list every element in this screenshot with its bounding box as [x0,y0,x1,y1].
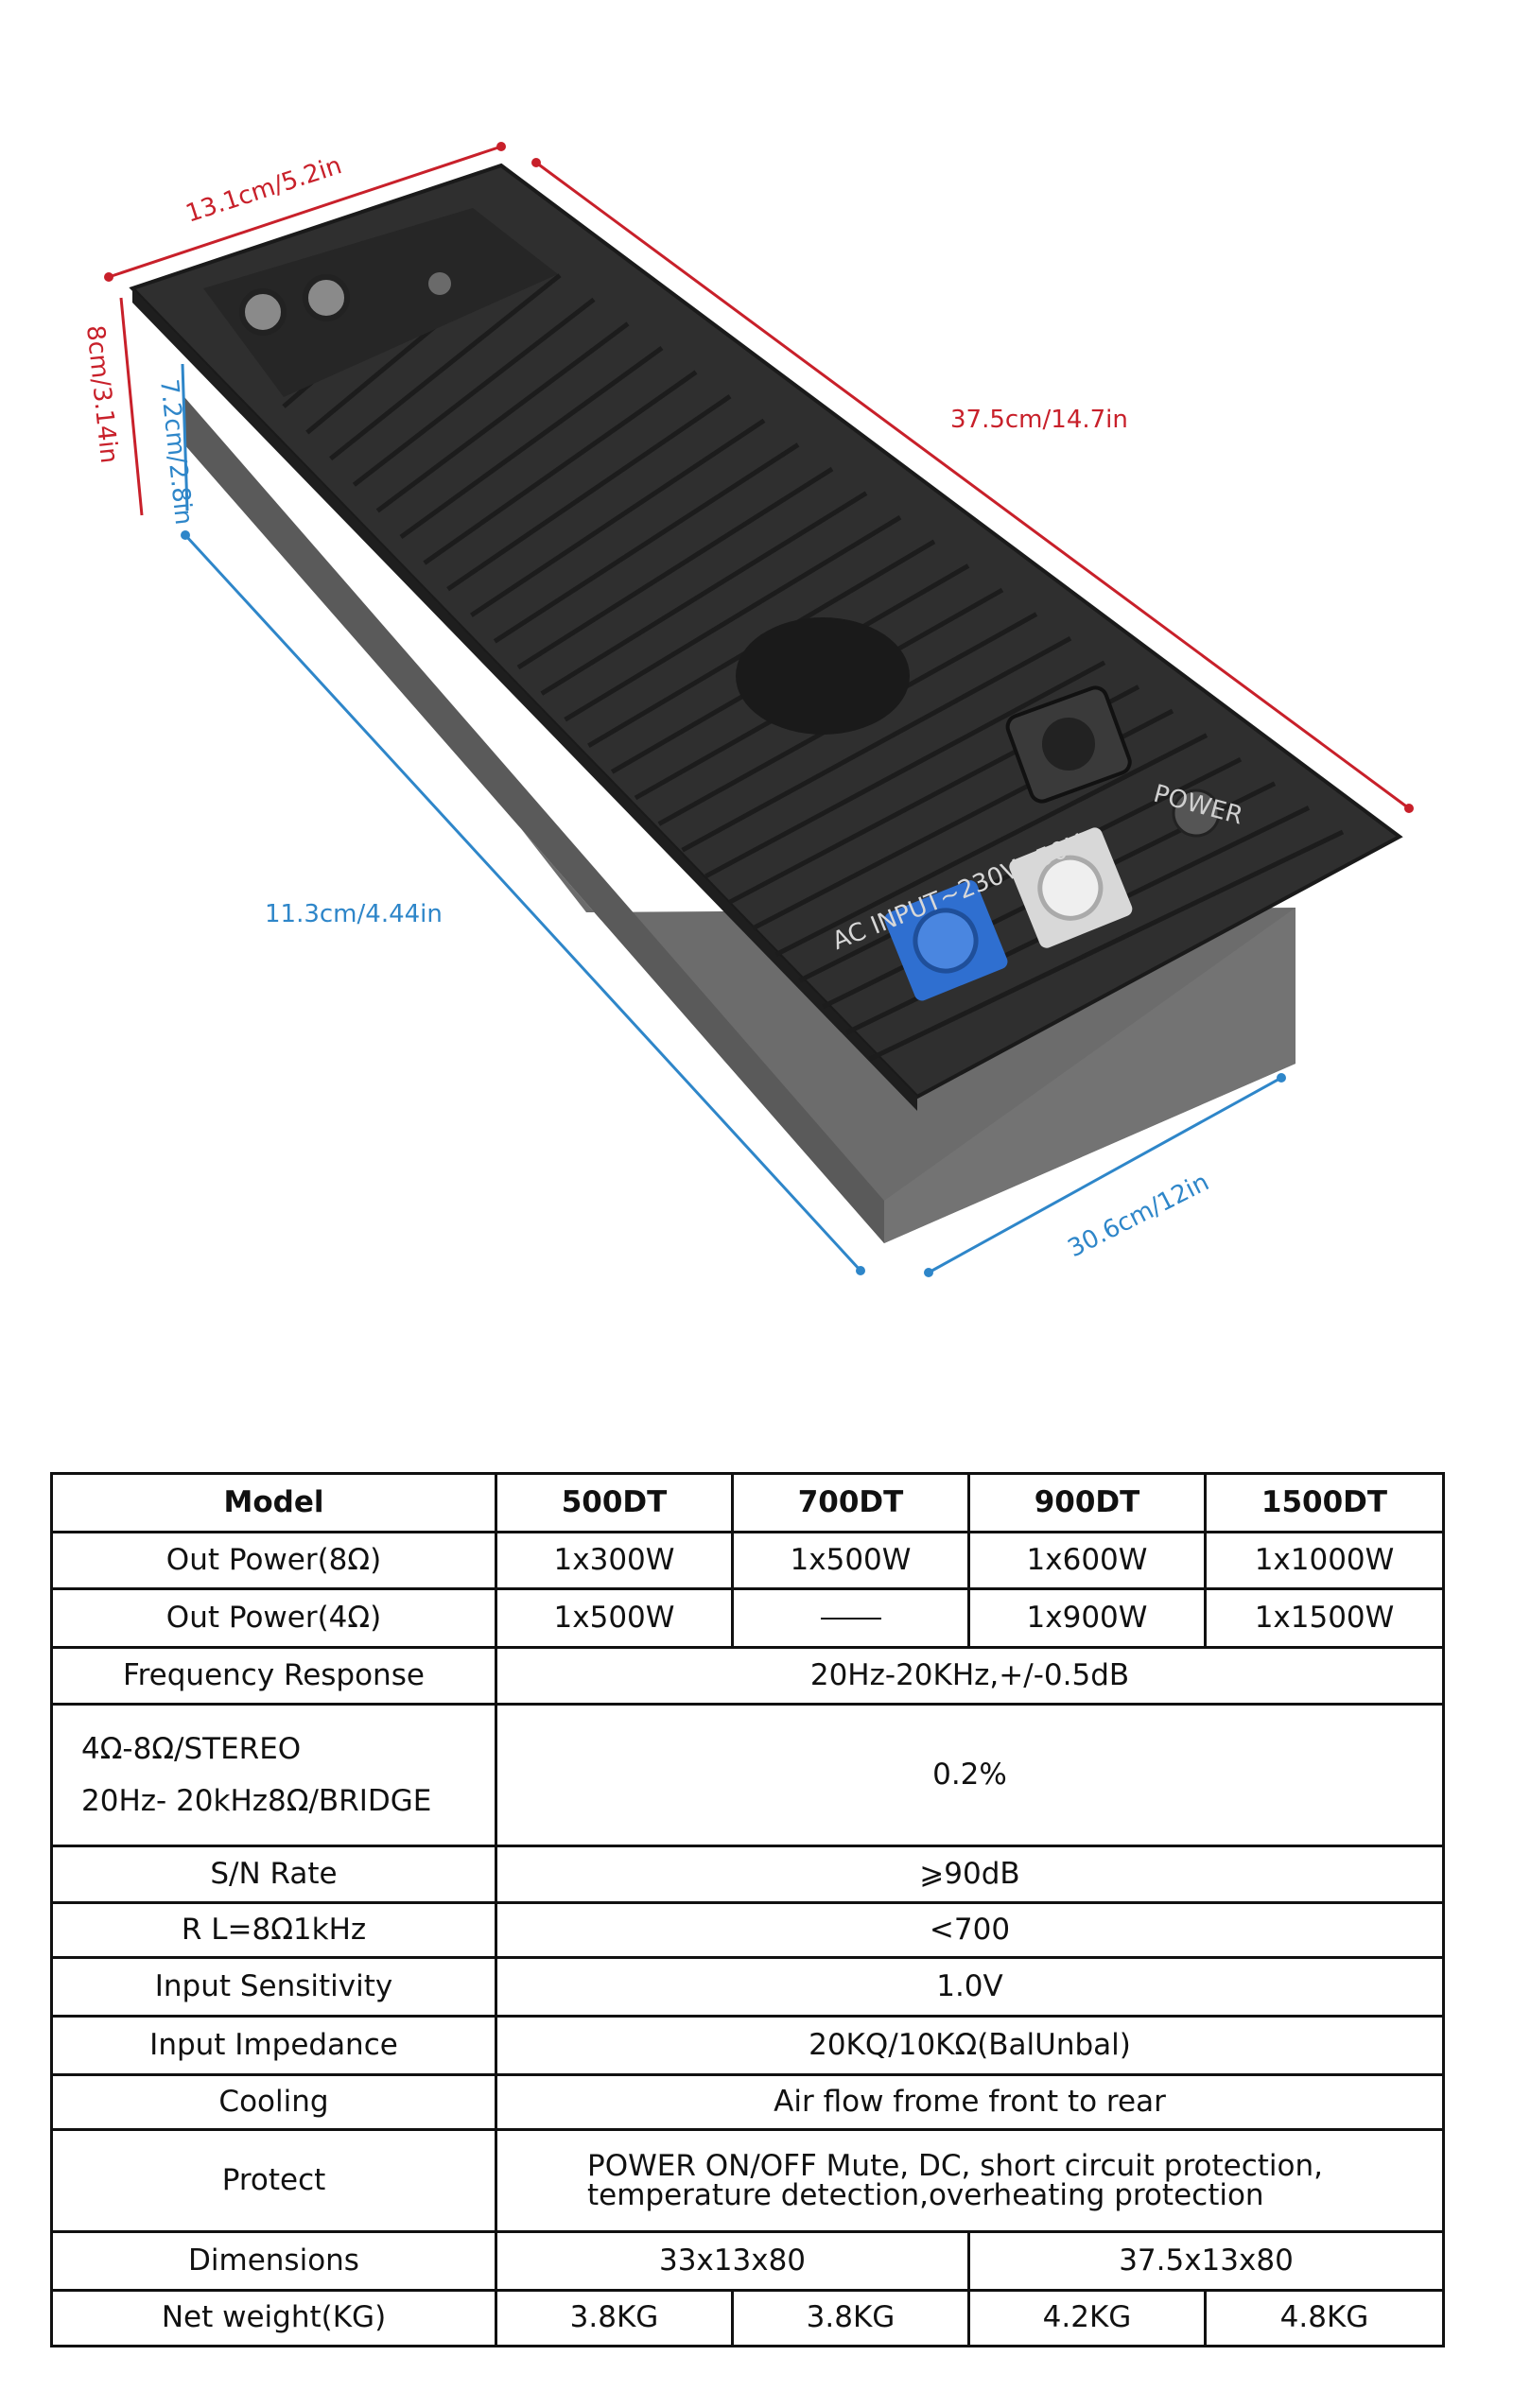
table-cell: 3.8KG [731,2289,970,2347]
row-label: Out Power(8Ω) [50,1531,497,1590]
row-label: Protect [50,2128,497,2233]
table-row: Out Power(4Ω) 1x500W 1x900W 1x1500W [50,1587,1445,1649]
amplifier-body-side [184,397,884,1243]
table-cell: 1x900W [967,1587,1207,1649]
heatsink-fin [868,829,1345,1062]
cooling-fan-icon [736,617,910,735]
row-label: Input Impedance [50,2015,497,2076]
heatsink-fin [399,345,664,540]
heatsink-fin [423,370,698,565]
powercon-out-icon [1009,827,1133,948]
gain-knob-icon [428,272,451,295]
dim-length: 37.5cm/14.7in [950,406,1128,434]
table-cell-empty [731,1587,970,1649]
heatsink-fin [493,442,800,644]
dim-body-width: 11.3cm/4.44in [265,900,443,928]
table-cell: 20Hz-20KHz,+/-0.5dB [495,1646,1445,1706]
table-cell: 1.0V [495,1956,1445,2018]
table-cell: 1x1000W [1204,1531,1445,1590]
dimension-lines [104,142,1414,1277]
heatsink-fin [516,466,834,670]
table-row: Frequency Response 20Hz-20KHz,+/-0.5dB [50,1646,1445,1706]
header-700dt: 700DT [731,1472,970,1533]
dim-top-width: 13.1cm/5.2in [183,151,345,228]
heatsink-fin [704,660,1106,879]
table-row: Dimensions 33x13x80 37.5x13x80 [50,2230,1445,2292]
amplifier-body-end [884,908,1296,1243]
row-label: Out Power(4Ω) [50,1587,497,1649]
table-cell: 3.8KG [495,2289,734,2347]
row-label: Cooling [50,2073,497,2131]
heatsink-fin [446,394,732,592]
header-500dt: 500DT [495,1472,734,1533]
table-row: R L=8Ω1kHz <700 [50,1901,1445,1959]
table-cell: 1x500W [495,1587,734,1649]
xlr-output-icon [303,274,350,321]
heatsink-fin [774,733,1209,957]
thd-label-line1: 4Ω-8Ω/STEREO [81,1732,302,1767]
table-cell: 1x1500W [1204,1587,1445,1649]
heatsink-fin [564,515,902,722]
header-1500dt: 1500DT [1204,1472,1445,1533]
table-row: Input Impedance 20KQ/10KΩ(BalUnbal) [50,2015,1445,2076]
table-cell: 4.8KG [1204,2289,1445,2347]
table-cell: 33x13x80 [495,2230,970,2292]
table-cell: Air flow frome front to rear [495,2073,1445,2131]
table-cell: 4.2KG [967,2289,1207,2347]
heatsink-plate-edge [132,288,917,1111]
xlr-input-icon [239,288,287,336]
dim-body-length: 30.6cm/12in [1064,1168,1214,1263]
table-row: Net weight(KG) 3.8KG 3.8KG 4.2KG 4.8KG [50,2289,1445,2347]
heatsink-fin [540,491,868,696]
heatsink-fin [681,636,1072,853]
thd-label-line2: 20Hz- 20kHz8Ω/BRIDGE [81,1783,432,1818]
power-button-icon [1172,788,1221,838]
table-header-row: Model 500DT 700DT 900DT 1500DT [50,1472,1445,1533]
row-label: Input Sensitivity [50,1956,497,2018]
row-label: Frequency Response [50,1646,497,1706]
table-cell: 20KQ/10KΩ(BalUnbal) [495,2015,1445,2076]
header-model: Model [50,1472,497,1533]
row-label: S/N Rate [50,1845,497,1904]
table-row: Protect POWER ON/OFF Mute, DC, short cir… [50,2128,1445,2233]
row-label: Dimensions [50,2230,497,2292]
protect-line2: temperature detection,overheating protec… [587,2177,1264,2212]
input-panel [203,208,558,397]
table-cell: <700 [495,1901,1445,1959]
table-row: Cooling Air flow frome front to rear [50,2073,1445,2131]
row-label: Net weight(KG) [50,2289,497,2347]
table-row: S/N Rate ⩾90dB [50,1845,1445,1904]
table-cell: 1x600W [967,1531,1207,1590]
heatsink-fin [329,273,562,461]
table-row: Out Power(8Ω) 1x300W 1x500W 1x600W 1x100… [50,1531,1445,1590]
table-cell: 1x500W [731,1531,970,1590]
amplifier-product-illustration: POWER AC INPUT~230V~50Hz 13.1cm/5.2in 37… [80,142,1414,1277]
heatsink-fin [375,321,630,513]
dash-mark [820,1618,881,1620]
header-900dt: 900DT [967,1472,1207,1533]
heatsink-fin [470,418,766,617]
protect-line1: POWER ON/OFF Mute, DC, short circuit pro… [587,2148,1323,2183]
table-cell: ⩾90dB [495,1845,1445,1904]
protect-cell: POWER ON/OFF Mute, DC, short circuit pro… [495,2128,1445,2233]
table-cell: 1x300W [495,1531,734,1590]
table-row: Input Sensitivity 1.0V [50,1956,1445,2018]
table-cell: 0.2% [495,1703,1445,1847]
heatsink-fin [352,297,596,487]
row-label: R L=8Ω1kHz [50,1901,497,1959]
table-row: 4Ω-8Ω/STEREO 20Hz- 20kHz8Ω/BRIDGE 0.2% [50,1703,1445,1847]
row-label-thd: 4Ω-8Ω/STEREO 20Hz- 20kHz8Ω/BRIDGE [50,1703,497,1847]
dim-total-height: 8cm/3.14in [80,324,123,465]
table-cell: 37.5x13x80 [967,2230,1445,2292]
spec-table: Model 500DT 700DT 900DT 1500DT Out Power… [50,1472,1445,2347]
speakon-socket-icon [1042,718,1095,771]
powercon-in-icon [884,880,1008,1001]
